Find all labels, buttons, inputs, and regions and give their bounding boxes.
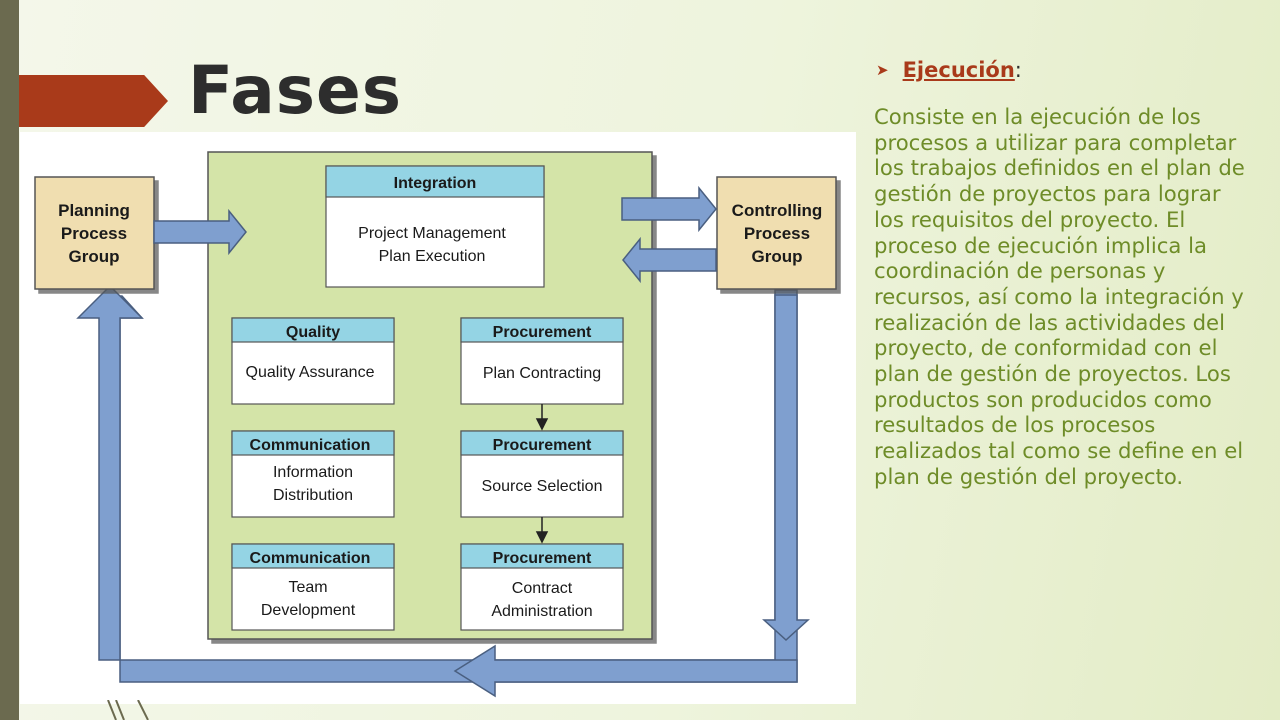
controlling-process-group: Controlling Process Group (716, 176, 837, 290)
decorative-lines (107, 700, 149, 720)
communication1-line-2: Distribution (273, 487, 353, 504)
communication1-line-1: Information (273, 464, 353, 481)
procurement2-header: Procurement (493, 437, 592, 454)
procurement-plan-box: Procurement Plan Contracting (460, 317, 624, 405)
procurement1-line-1: Plan Contracting (483, 365, 601, 382)
bullet-heading-colon: : (1014, 58, 1022, 82)
controlling-line-1: Controlling (732, 201, 823, 220)
communication-distribution-box: Communication Information Distribution (231, 430, 395, 518)
title-arrow-banner (19, 75, 168, 127)
pencil-bullet-icon: ➤ (876, 61, 889, 79)
execution-to-controlling-arrow (621, 185, 717, 233)
procurement1-header: Procurement (493, 324, 592, 341)
procurement-administration-box: Procurement Contract Administration (460, 543, 624, 631)
planning-line-1: Planning (58, 201, 130, 220)
procurement3-line-1: Contract (512, 580, 573, 597)
planning-line-2: Process (61, 224, 127, 243)
body-paragraph: Consiste en la ejecución de los procesos… (874, 104, 1245, 489)
procurement-connector-2 (535, 517, 549, 544)
integration-box: Integration Project Management Plan Exec… (325, 165, 545, 288)
procurement2-line-1: Source Selection (482, 478, 603, 495)
procurement3-line-2: Administration (491, 603, 592, 620)
quality-header: Quality (286, 324, 340, 341)
procurement-connector-1 (535, 404, 549, 431)
procurement3-header: Procurement (493, 550, 592, 567)
controlling-line-3: Group (752, 247, 803, 266)
quality-box: Quality Quality Assurance (231, 317, 395, 405)
integration-header: Integration (394, 175, 477, 192)
feedback-loop-arrow (76, 284, 810, 698)
communication2-header: Communication (250, 550, 371, 567)
communication1-header: Communication (250, 437, 371, 454)
bullet-heading: ➤ Ejecución : (876, 58, 1022, 82)
integration-line-2: Plan Execution (379, 248, 486, 265)
communication2-line-2: Development (261, 602, 356, 619)
planning-to-execution-arrow (153, 208, 247, 256)
bullet-heading-label: Ejecución (902, 58, 1015, 82)
controlling-to-execution-arrow (622, 236, 717, 284)
left-accent-bar (0, 0, 19, 720)
quality-line-1: Quality Assurance (246, 364, 375, 381)
communication2-line-1: Team (288, 579, 327, 596)
controlling-line-2: Process (744, 224, 810, 243)
communication-team-box: Communication Team Development (231, 543, 395, 631)
planning-process-group: Planning Process Group (34, 176, 155, 290)
planning-line-3: Group (69, 247, 120, 266)
integration-line-1: Project Management (358, 225, 506, 242)
procurement-selection-box: Procurement Source Selection (460, 430, 624, 518)
page-title: Fases (188, 52, 403, 129)
